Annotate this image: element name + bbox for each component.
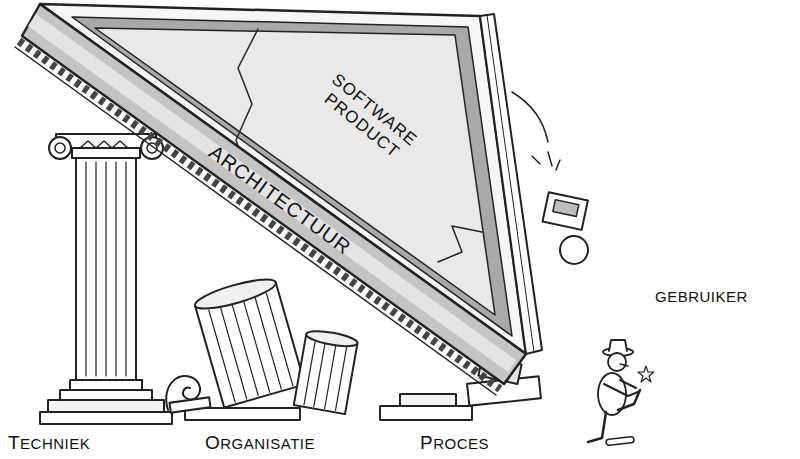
figure-label: GEBRUIKER [655,288,748,305]
pillar-label: TECHNIEK [8,432,90,454]
pillar-label: ORGANISATIE [205,432,315,454]
pillar-label: PROCES [420,432,489,454]
